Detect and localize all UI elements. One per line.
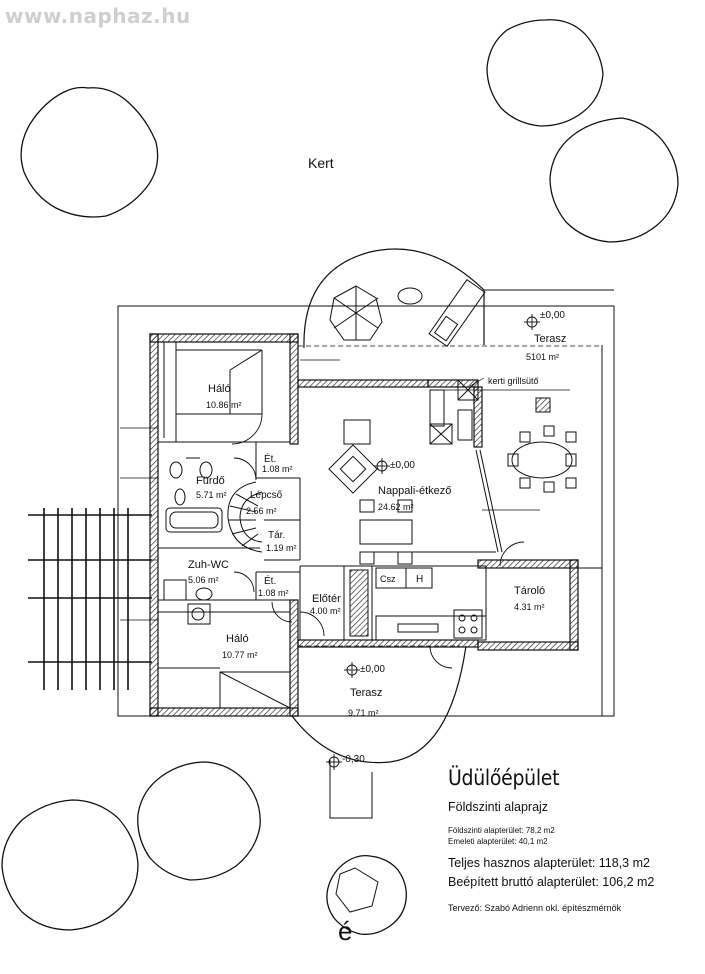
room-nappali-area: 24.62 m² [378, 502, 414, 512]
room-lepcso-area: 2.56 m² [246, 506, 277, 516]
net-area: Teljes hasznos alapterület: 118,3 m2 [448, 856, 650, 870]
room-halo-top-name: Háló [208, 383, 231, 395]
room-terasz-top-name: Terasz [534, 333, 566, 345]
tree-icon [137, 761, 261, 881]
room-tar-area: 1.19 m² [266, 543, 297, 553]
kitchen-label-b: H [416, 574, 423, 585]
project-title: Üdülőépület [448, 766, 560, 790]
grill-label: kerti grillsütő [488, 376, 539, 386]
watermark: www.naphaz.hu [5, 4, 191, 28]
room-terasz-bottom-name: Terasz [350, 687, 382, 699]
room-furdo-name: Fürdő [196, 475, 225, 487]
garden-label: Kert [308, 155, 334, 171]
tree-icon [486, 19, 604, 127]
room-tarolo-name: Tároló [514, 585, 545, 597]
plan-subtitle: Földszinti alaprajz [448, 800, 549, 814]
room-et-bottom-area: 1.08 m² [258, 588, 289, 598]
ground-area: Földszinti alapterület: 78,2 m2 [448, 826, 555, 835]
kitchen-label-a: Csz [380, 574, 396, 584]
room-terasz-top-area: 5101 m² [526, 352, 559, 362]
room-furdo-area: 5.71 m² [196, 490, 227, 500]
room-nappali-name: Nappali-étkező [378, 485, 451, 497]
room-zuh-wc-name: Zuh-WC [188, 559, 229, 571]
level-living: ±0,00 [390, 460, 415, 471]
upper-area: Emeleti alapterület: 40,1 m2 [448, 837, 548, 846]
level-terrace-top: ±0,00 [540, 310, 565, 321]
gross-area: Beépített bruttó alapterület: 106,2 m2 [448, 875, 655, 889]
tree-icon [549, 117, 679, 243]
room-terasz-bottom-area: 9.71 m² [348, 708, 379, 718]
room-tar-name: Tár. [268, 530, 285, 541]
level-terrace-bottom: ±0,00 [360, 664, 385, 675]
designer: Tervező: Szabó Adrienn okl. építészmérnö… [448, 903, 622, 913]
tree-icon [1, 799, 139, 931]
room-eloter-name: Előtér [312, 593, 341, 605]
room-eloter-area: 4.00 m² [310, 606, 341, 616]
room-lepcso-name: Lépcső [250, 490, 283, 501]
room-halo-bottom-name: Háló [226, 633, 249, 645]
level-outside: -0,30 [342, 754, 365, 765]
room-zuh-wc-area: 5.06 m² [188, 575, 219, 585]
room-tarolo-area: 4.31 m² [514, 602, 545, 612]
room-et-top-name: Ét. [264, 452, 276, 465]
title-block: Üdülőépület Földszinti alaprajz Földszin… [448, 766, 700, 913]
room-et-bottom-name: Ét. [264, 574, 276, 587]
tree-icon [20, 86, 159, 218]
tree-icon [326, 854, 407, 935]
north-label: é [338, 916, 352, 946]
room-halo-top-area: 10.86 m² [206, 400, 242, 410]
room-et-top-area: 1.08 m² [262, 464, 293, 474]
room-halo-bottom-area: 10.77 m² [222, 650, 258, 660]
